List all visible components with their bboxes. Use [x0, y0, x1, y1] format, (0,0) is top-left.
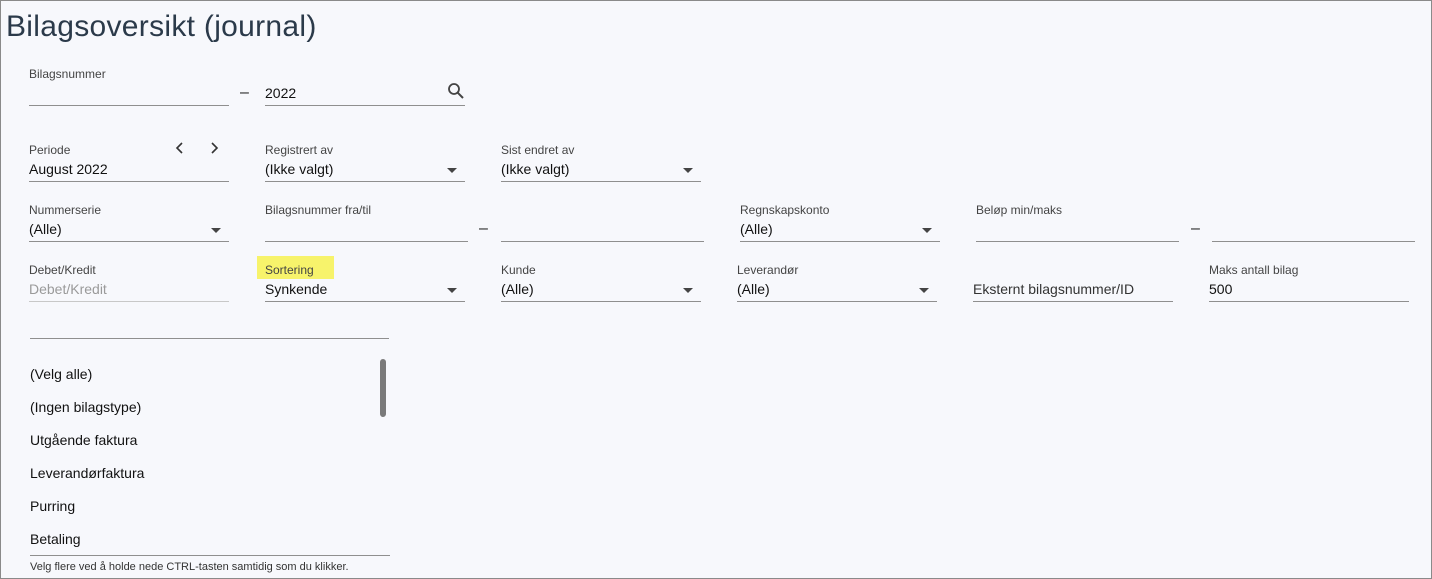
- belop-dash: –: [1191, 220, 1200, 237]
- debet-kredit-underline: [29, 301, 229, 302]
- list-item[interactable]: (Ingen bilagstype): [30, 399, 142, 415]
- bilagstype-filter-underline: [30, 338, 389, 339]
- periode-underline: [29, 181, 229, 182]
- dropdown-arrow-icon[interactable]: [919, 288, 929, 293]
- year-underline: [265, 105, 465, 106]
- list-item[interactable]: Leverandørfaktura: [30, 465, 145, 481]
- maks-antall-label: Maks antall bilag: [1209, 263, 1299, 277]
- sortering-underline: [265, 301, 465, 302]
- bilagsnummer-fra-til-label: Bilagsnummer fra/til: [265, 203, 372, 217]
- debet-kredit-placeholder[interactable]: Debet/Kredit: [29, 281, 107, 297]
- bilagstype-listbox[interactable]: (Velg alle) (Ingen bilagstype) Utgående …: [30, 360, 390, 555]
- nummerserie-label: Nummerserie: [29, 203, 102, 217]
- list-item[interactable]: Purring: [30, 498, 76, 514]
- debet-kredit-label: Debet/Kredit: [29, 263, 96, 277]
- eksternt-underline: [973, 301, 1173, 302]
- dropdown-arrow-icon[interactable]: [683, 288, 693, 293]
- page-title: Bilagsoversikt (journal): [6, 10, 317, 43]
- periode-label: Periode: [29, 143, 71, 157]
- bilagsnummer-fra-underline: [265, 241, 468, 242]
- dropdown-arrow-icon[interactable]: [683, 168, 693, 173]
- sortering-highlight: [257, 256, 334, 279]
- eksternt-bilagsnummer-placeholder[interactable]: Eksternt bilagsnummer/ID: [973, 281, 1135, 297]
- bilagsnummer-til-underline: [501, 241, 704, 242]
- dropdown-arrow-icon[interactable]: [447, 168, 457, 173]
- bilagsnummer-dash: –: [240, 84, 249, 101]
- dropdown-arrow-icon[interactable]: [922, 228, 932, 233]
- year-input[interactable]: 2022: [265, 85, 297, 101]
- chevron-right-icon[interactable]: [208, 142, 220, 154]
- registrert-av-value: (Ikke valgt): [265, 161, 334, 177]
- kunde-underline: [501, 301, 701, 302]
- periode-value[interactable]: August 2022: [29, 161, 108, 177]
- list-scrollbar[interactable]: [380, 359, 386, 417]
- sortering-label: Sortering: [257, 256, 334, 279]
- sist-endret-av-underline: [501, 181, 701, 182]
- regnskapskonto-label: Regnskapskonto: [740, 203, 830, 217]
- kunde-value: (Alle): [501, 281, 534, 297]
- list-item[interactable]: Betaling: [30, 531, 81, 547]
- list-underline: [30, 555, 390, 556]
- sist-endret-av-value: (Ikke valgt): [501, 161, 570, 177]
- list-item[interactable]: Utgående faktura: [30, 432, 138, 448]
- bilagsnummer-label: Bilagsnummer: [29, 67, 106, 81]
- nummerserie-value: (Alle): [29, 221, 62, 237]
- list-item[interactable]: (Velg alle): [30, 366, 93, 382]
- leverandor-label: Leverandør: [737, 263, 799, 277]
- registrert-av-underline: [265, 181, 465, 182]
- regnskapskonto-underline: [740, 241, 940, 242]
- sist-endret-av-label: Sist endret av: [501, 143, 575, 157]
- registrert-av-label: Registrert av: [265, 143, 334, 157]
- sortering-value: Synkende: [265, 281, 328, 297]
- dropdown-arrow-icon[interactable]: [447, 288, 457, 293]
- nummerserie-underline: [29, 241, 229, 242]
- regnskapskonto-value: (Alle): [740, 221, 773, 237]
- chevron-left-icon[interactable]: [174, 142, 186, 154]
- dropdown-arrow-icon[interactable]: [211, 228, 221, 233]
- fra-til-dash: –: [479, 220, 488, 237]
- maks-antall-input[interactable]: 500: [1209, 281, 1233, 297]
- kunde-label: Kunde: [501, 263, 536, 277]
- multi-select-hint: Velg flere ved å holde nede CTRL-tasten …: [30, 561, 349, 573]
- belop-max-underline: [1212, 241, 1415, 242]
- belop-min-underline: [976, 241, 1179, 242]
- bilagsnummer-underline: [29, 105, 229, 106]
- belop-label: Beløp min/maks: [976, 203, 1063, 217]
- maks-antall-underline: [1209, 301, 1409, 302]
- leverandor-underline: [737, 301, 937, 302]
- leverandor-value: (Alle): [737, 281, 770, 297]
- search-icon[interactable]: [447, 82, 465, 100]
